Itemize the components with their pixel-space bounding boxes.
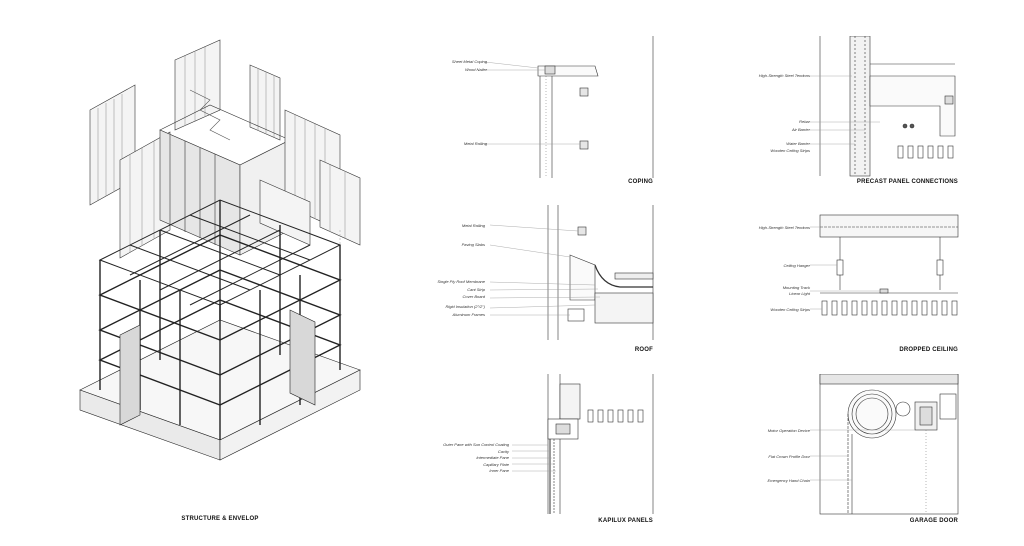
axonometric-svg: [79, 39, 361, 461]
detail-garage-door: Motor Operation Device Flat Crown Profil…: [740, 374, 960, 529]
kapilux-label-4: Capillary Plate: [483, 462, 509, 467]
coping-label-2: Wood Nailer: [464, 67, 487, 72]
envelope-panel-right: [259, 109, 361, 246]
precast-title: PRECAST PANEL CONNECTIONS: [856, 179, 958, 185]
roof-label-4: Cant Strip: [467, 287, 485, 292]
coping-label-1: Sheet Metal Coping: [451, 59, 487, 64]
roof-label-6: Rigid Insulation (2"/2"): [445, 304, 485, 309]
axon-title: STRUCTURE & ENVELOP: [181, 516, 259, 522]
kapilux-title: KAPILUX PANELS: [598, 518, 653, 524]
dropped-label-2: Ceiling Hanger: [783, 263, 810, 268]
roof-label-7: Aluminum Frames: [452, 312, 485, 317]
coping-drawing: [484, 36, 654, 178]
detail-kapilux: Outer Pane with Sun Control Coating Cavi…: [430, 374, 655, 529]
kapilux-label-1: Outer Pane with Sun Control Coating: [443, 442, 509, 447]
roof-title: ROOF: [634, 347, 653, 353]
roof-label-5: Cover Board: [462, 294, 485, 299]
roof-drawing: [489, 205, 654, 340]
dropped-label-5: Wooden Ceiling Strips: [770, 307, 810, 312]
garage-label-2: Flat Crown Profile Door: [768, 454, 810, 459]
precast-label-1: High-Strength Steel Tendons: [758, 73, 810, 78]
kapilux-drawing: [512, 374, 654, 514]
coping-label-3: Metal Railing: [463, 141, 487, 146]
garage-drawing: [810, 374, 959, 515]
roof-label-2: Paving Slabs: [461, 242, 485, 247]
precast-label-5: Wooden Ceiling Strips: [770, 148, 810, 153]
garage-label-1: Motor Operation Device: [767, 428, 810, 433]
envelope-panel-back: [174, 39, 281, 141]
precast-label-2: Rebar: [799, 119, 810, 124]
detail-coping: Sheet Metal Coping Wood Nailer Metal Rai…: [430, 36, 655, 186]
detail-precast: High-Strength Steel Tendons Rebar Air Ba…: [740, 36, 960, 186]
axonometric-drawing: STRUCTURE & ENVELOP: [60, 30, 380, 522]
garage-title: GARAGE DOOR: [909, 518, 958, 524]
precast-label-3: Air Barrier: [791, 127, 810, 132]
dropped-label-3: Mounting Track: [782, 285, 810, 290]
roof-label-3: Single Ply Roof Membrane: [437, 279, 485, 284]
kapilux-label-3: Intermediate Pane: [476, 455, 509, 460]
dropped-drawing: [810, 214, 959, 316]
precast-label-4: Water Barrier: [786, 141, 810, 146]
detail-roof: Metal Railing Paving Slabs Single Ply Ro…: [430, 205, 655, 355]
detail-dropped-ceiling: High-Strength Steel Tendons Ceiling Hang…: [740, 205, 960, 355]
dropped-label-1: High-Strength Steel Tendons: [758, 225, 810, 230]
kapilux-label-5: Inner Pane: [489, 468, 509, 473]
garage-label-3: Emergency Hand Chain: [767, 478, 810, 483]
kapilux-label-2: Cavity: [497, 449, 509, 454]
precast-drawing: [810, 36, 956, 177]
roof-label-1: Metal Railing: [461, 223, 485, 228]
dropped-label-4: Linear Light: [789, 291, 810, 296]
coping-title: COPING: [628, 179, 653, 185]
envelope-panel-left: [89, 84, 171, 259]
dropped-title: DROPPED CEILING: [899, 347, 958, 353]
structure-frame: [79, 199, 361, 461]
